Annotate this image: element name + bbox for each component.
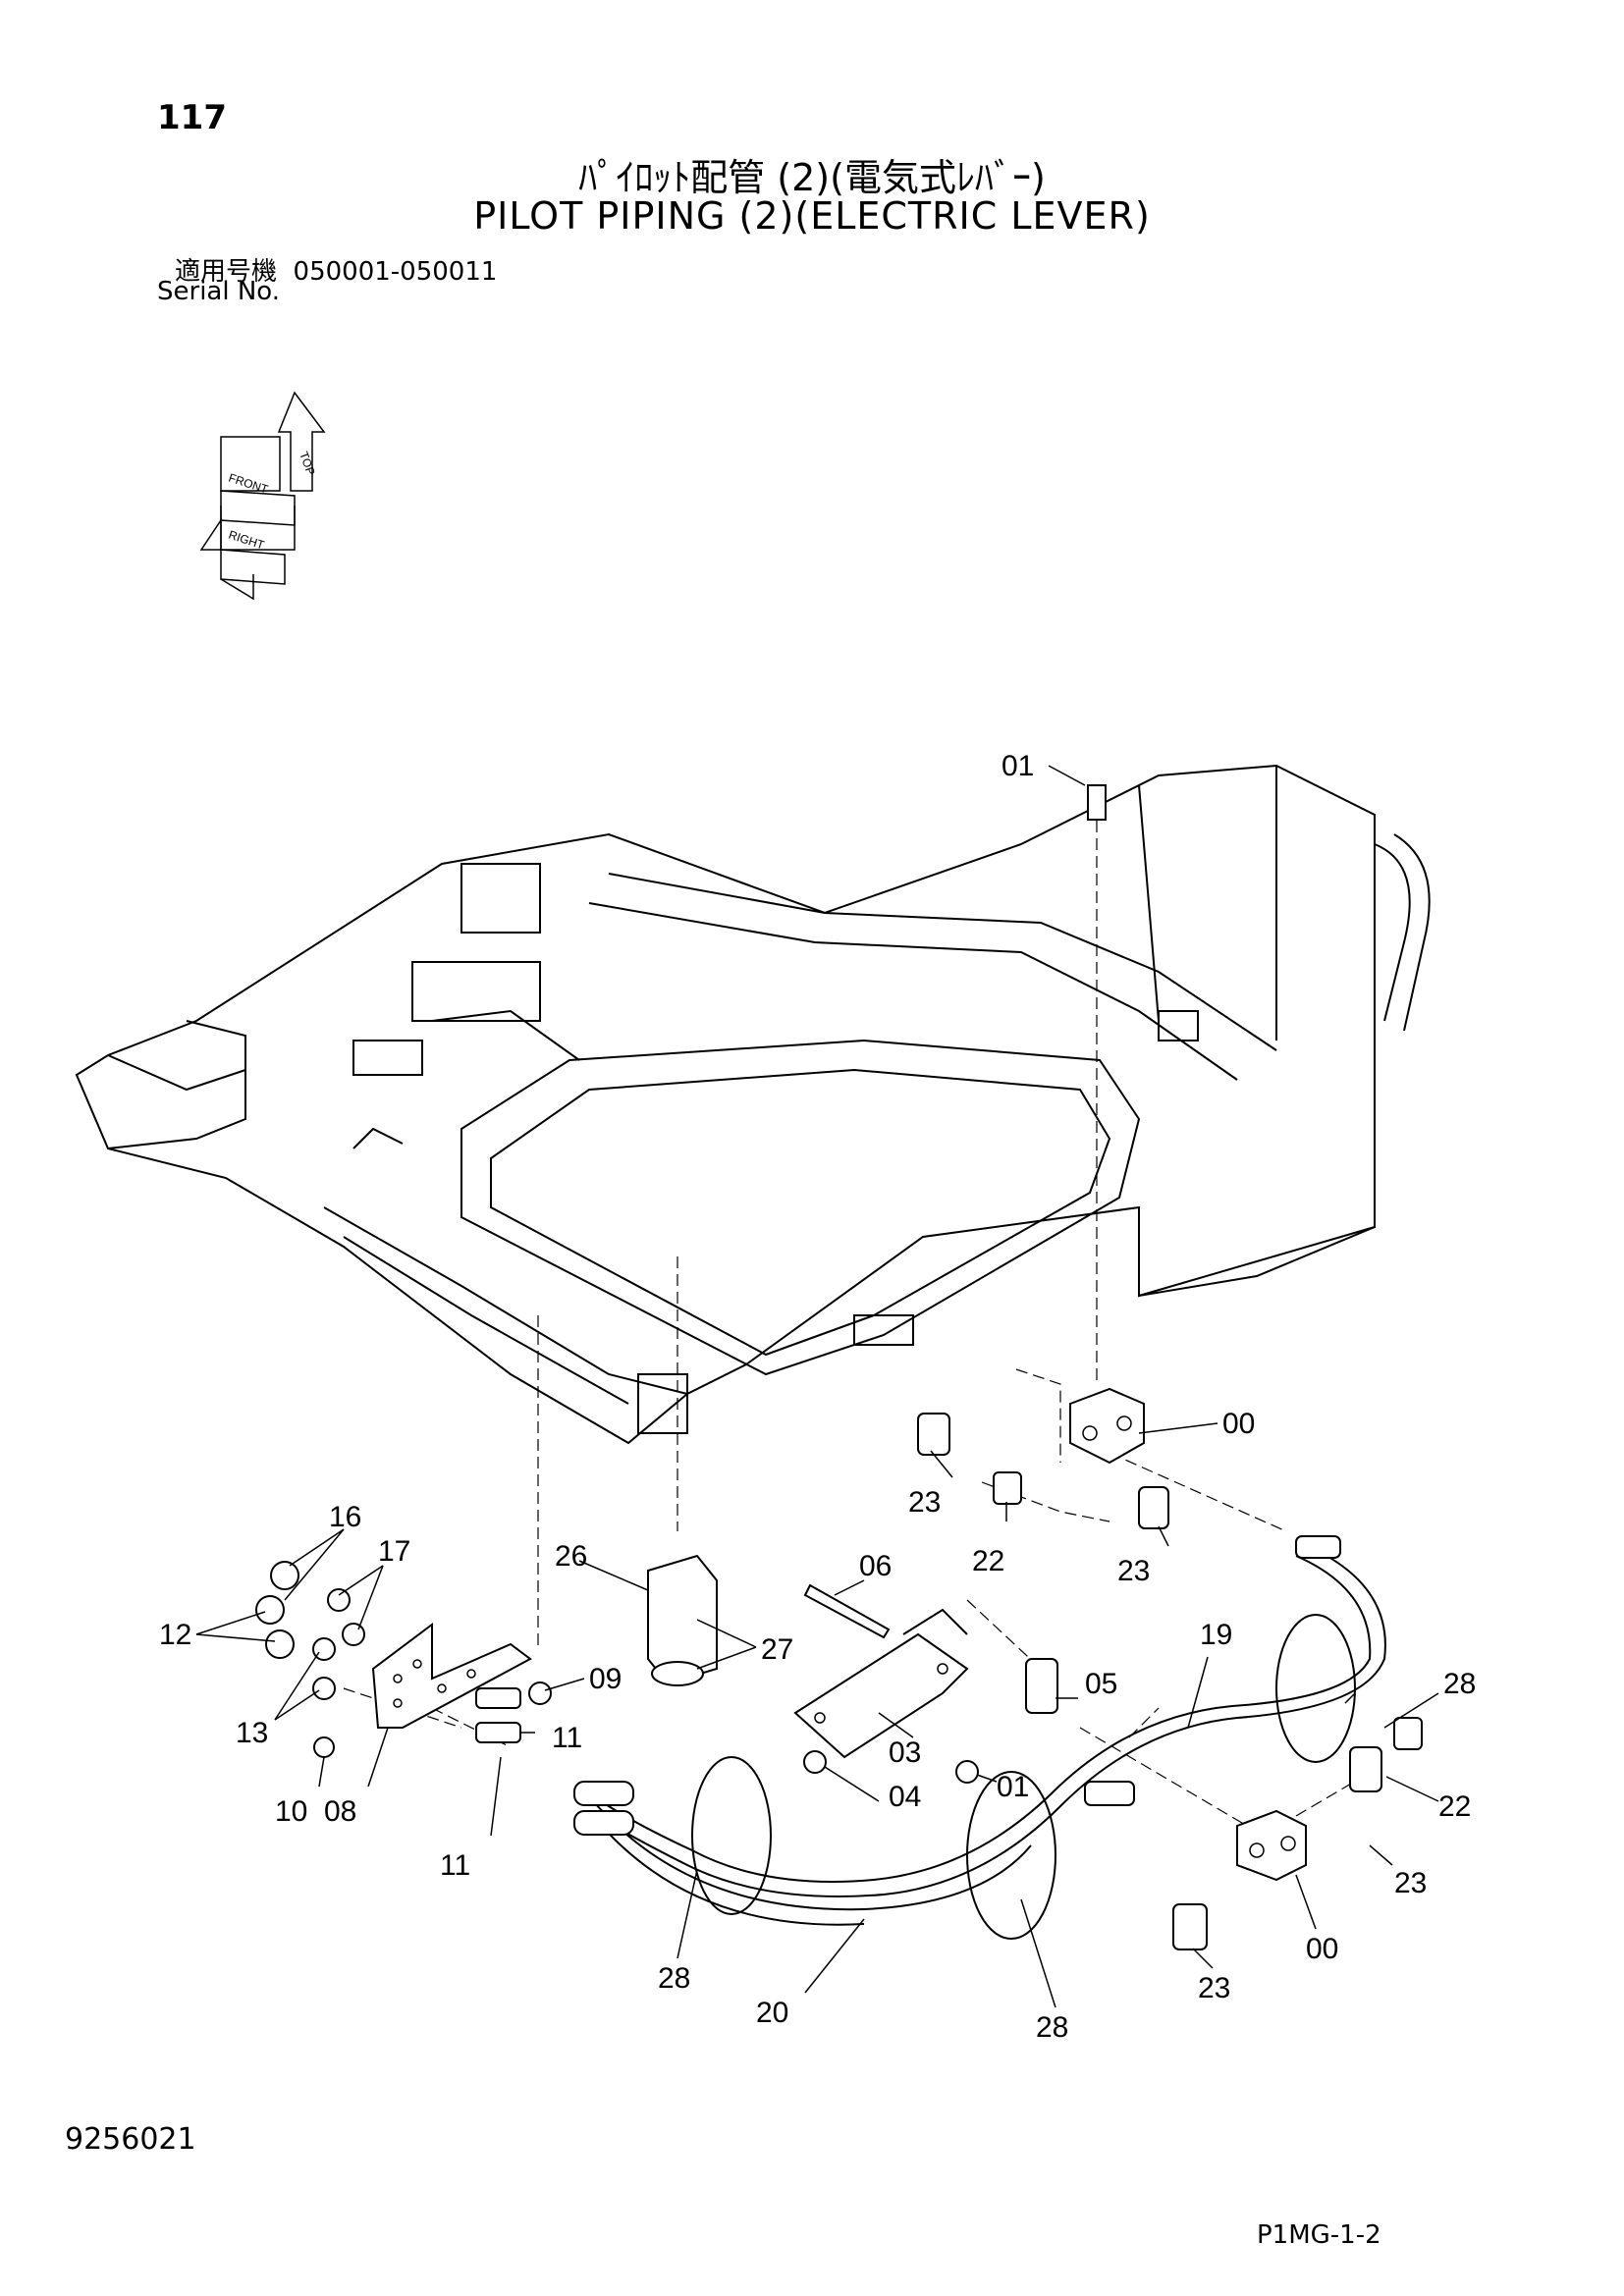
bolts	[313, 784, 1107, 1784]
bracket-03	[793, 1608, 969, 1759]
callout-00-lower: 00	[1306, 1933, 1338, 1965]
callout-22-lower: 22	[1438, 1790, 1471, 1823]
title-english: PILOT PIPING (2)(ELECTRIC LEVER)	[473, 194, 1151, 238]
callout-22-upper: 22	[972, 1545, 1004, 1577]
callout-10: 10	[275, 1795, 307, 1828]
serial-line: 適用号機 050001-050011	[175, 251, 497, 288]
callout-11-lower: 11	[440, 1849, 470, 1882]
valve-block-lower	[1236, 1809, 1307, 1882]
hose-20	[588, 1795, 1032, 1926]
orientation-right-label: RIGHT	[227, 528, 266, 553]
page-number: 117	[157, 98, 227, 137]
callout-28-right: 28	[1443, 1668, 1476, 1700]
callout-26: 26	[555, 1540, 587, 1573]
page-code: P1MG-1-2	[1257, 2220, 1381, 2250]
serial-label-en: Serial No.	[157, 277, 280, 306]
hose-clips	[691, 1614, 1356, 1940]
callout-23-lower-left: 23	[1198, 1972, 1230, 2004]
title-japanese: ﾊﾟｲﾛｯﾄ配管 (2)(電気式ﾚﾊﾞｰ)	[578, 156, 1046, 199]
fittings	[475, 1413, 1423, 1950]
callout-19: 19	[1200, 1619, 1232, 1651]
callout-labels: 01 00 23 22 23 06 19 28 05 03 01 04 22 2…	[159, 750, 1476, 2044]
callout-23-upper-right: 23	[1117, 1555, 1150, 1587]
clamp-26-27	[647, 1554, 718, 1686]
callout-01-lower: 01	[997, 1771, 1029, 1803]
callout-05: 05	[1085, 1668, 1117, 1700]
orientation-icon: TOP FRONT RIGHT	[199, 391, 326, 601]
callout-16: 16	[329, 1501, 361, 1533]
callout-17: 17	[378, 1535, 410, 1568]
callout-03: 03	[889, 1736, 921, 1769]
valve-block-upper	[1069, 1387, 1145, 1465]
main-frame	[75, 764, 1431, 1445]
callout-23-upper-left: 23	[908, 1486, 941, 1519]
nuts-washers	[255, 1561, 365, 1700]
callout-28-left: 28	[658, 1962, 690, 1995]
callout-28-bottom: 28	[1036, 2011, 1068, 2044]
callout-20: 20	[756, 1997, 788, 2029]
callout-08: 08	[324, 1795, 356, 1828]
callout-12: 12	[159, 1619, 191, 1651]
hose-19	[588, 1540, 1386, 1897]
serial-label-jp: 適用号機	[175, 257, 278, 287]
bracket-08	[371, 1623, 532, 1729]
callout-06: 06	[859, 1550, 892, 1582]
document-number: 9256021	[65, 2122, 196, 2157]
callout-09: 09	[589, 1663, 622, 1695]
orientation-top-label: TOP	[297, 450, 318, 477]
callout-04: 04	[889, 1781, 921, 1813]
callout-27: 27	[761, 1633, 793, 1666]
callout-11-upper: 11	[552, 1722, 582, 1754]
serial-range: 050001-050011	[293, 257, 498, 287]
callout-00-upper: 00	[1222, 1408, 1255, 1440]
leader-lines	[195, 765, 1439, 2008]
callout-13: 13	[236, 1717, 268, 1749]
callout-23-lower-right: 23	[1394, 1867, 1427, 1899]
callout-01-top: 01	[1001, 750, 1034, 782]
